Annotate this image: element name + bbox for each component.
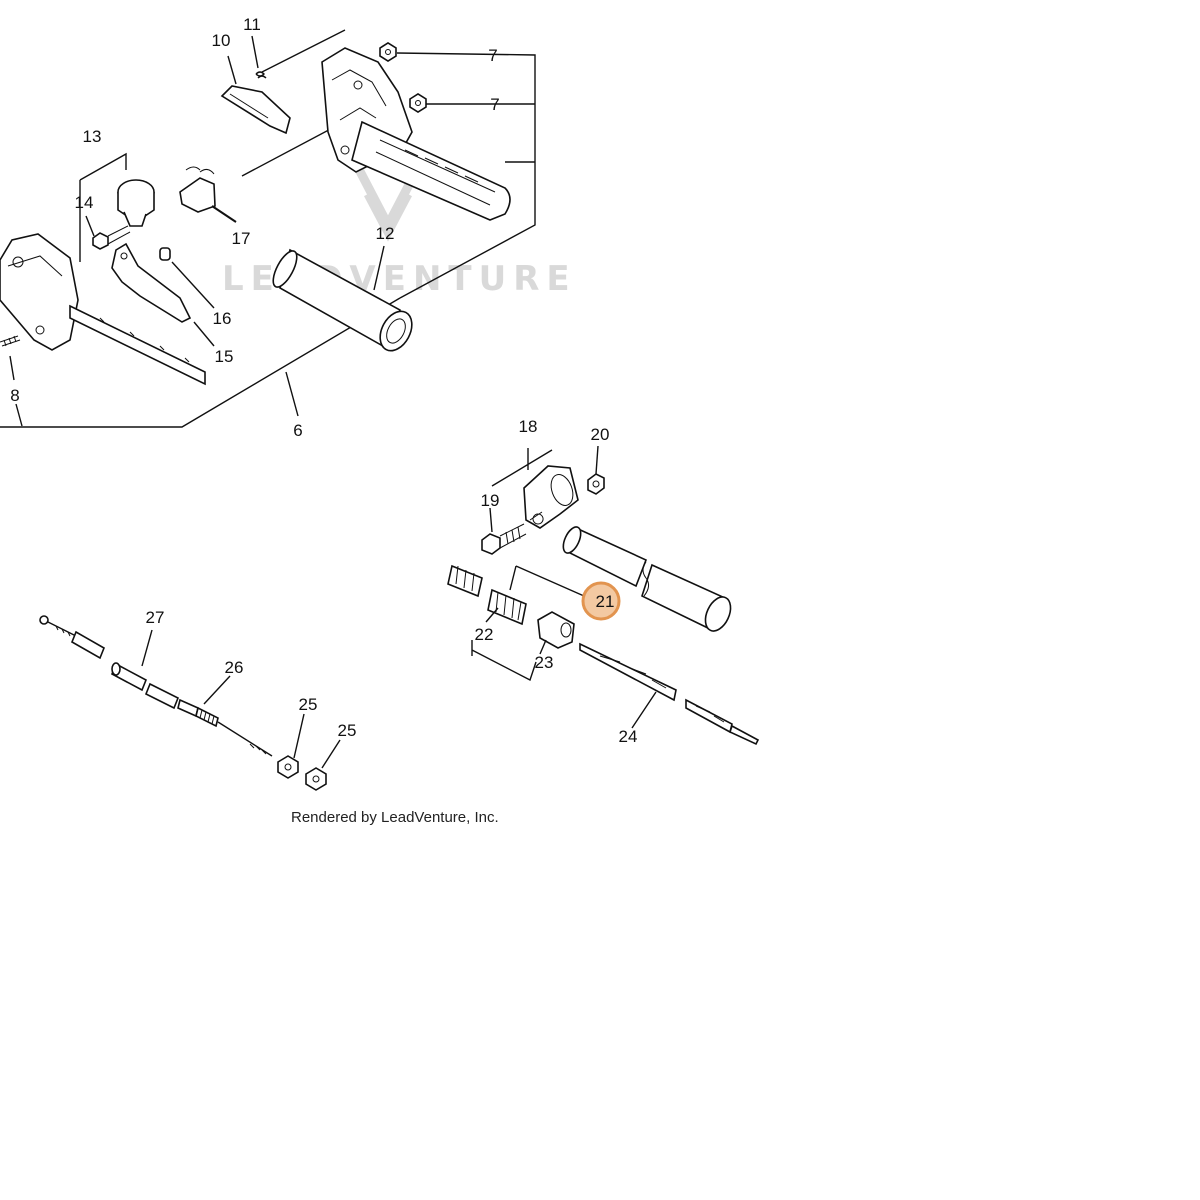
throttle-stop-17: [179, 166, 216, 213]
leader-20: [595, 445, 599, 475]
highlight-marker[interactable]: [581, 581, 621, 621]
spline-22b: [487, 588, 527, 626]
bracket-7-lines: [396, 52, 536, 299]
bracket-18: [491, 448, 553, 487]
spring-11: [255, 71, 267, 79]
label-part-10[interactable]: 10: [212, 31, 231, 50]
label-part-18[interactable]: 18: [519, 417, 538, 436]
label-part-26[interactable]: 26: [225, 658, 244, 677]
leader-10: [227, 55, 237, 85]
drive-shaft-24: [579, 642, 760, 746]
leader-8: [9, 355, 15, 381]
label-part-13[interactable]: 13: [83, 127, 102, 146]
label-part-25-lower[interactable]: 25: [338, 721, 357, 740]
clamp-18: [523, 465, 579, 529]
bolt-19: [481, 523, 527, 555]
label-part-27[interactable]: 27: [146, 608, 165, 627]
leader-19: [489, 507, 493, 533]
label-part-19[interactable]: 19: [481, 491, 500, 510]
label-part-14[interactable]: 14: [75, 193, 94, 212]
leader-14: [85, 215, 95, 237]
leader-24: [631, 691, 657, 729]
throttle-housing: [0, 233, 79, 351]
label-part-11[interactable]: 11: [243, 15, 261, 34]
leader-12: [373, 245, 385, 291]
leader-25a: [293, 713, 305, 759]
leader-6: [285, 371, 299, 417]
credit-text: Rendered by LeadVenture, Inc.: [291, 809, 499, 826]
bracket-22-23: [471, 639, 547, 681]
label-part-16[interactable]: 16: [213, 309, 232, 328]
nut-7a: [379, 42, 397, 62]
label-part-8[interactable]: 8: [10, 386, 19, 405]
pin-16: [159, 247, 171, 261]
cable-assembly: [39, 615, 341, 791]
label-part-15[interactable]: 15: [215, 347, 234, 366]
cable-26: [144, 682, 273, 757]
label-part-6[interactable]: 6: [293, 421, 302, 440]
leader-8b: [15, 403, 23, 427]
label-part-12[interactable]: 12: [376, 224, 395, 243]
part-labels: 6 7 7 8 10 11 12 13 14 15 16 17 18 19 20…: [10, 15, 637, 746]
nut-25a: [277, 755, 299, 779]
label-part-7-lower[interactable]: 7: [490, 95, 499, 114]
spline-22a: [447, 564, 483, 598]
label-part-24[interactable]: 24: [619, 727, 638, 746]
tube-21a: [562, 526, 648, 588]
label-part-20[interactable]: 20: [591, 425, 610, 444]
lever-15: [111, 242, 192, 323]
shift-rod: [69, 304, 206, 386]
cable-27: [39, 615, 148, 692]
label-part-21[interactable]: 21: [596, 592, 615, 611]
handle-body: [321, 47, 511, 221]
bracket-6-lines: [0, 297, 401, 428]
nut-20: [587, 473, 605, 495]
label-part-23[interactable]: 23: [535, 653, 554, 672]
leader-27: [141, 629, 153, 667]
clamp-13: [117, 179, 155, 227]
tube-12: [272, 248, 413, 352]
nut-23: [537, 611, 575, 649]
leader-22: [485, 607, 499, 623]
bolt-14: [92, 225, 131, 250]
label-part-7-upper[interactable]: 7: [488, 46, 497, 65]
label-part-17[interactable]: 17: [232, 229, 251, 248]
leader-16: [171, 261, 215, 309]
tube-21b: [641, 561, 732, 632]
leader-17: [211, 205, 237, 223]
handle-assembly-upper: [0, 29, 536, 428]
leader-11: [251, 35, 259, 69]
bracket-13: [79, 152, 127, 262]
leader-26: [203, 675, 231, 705]
screw-8: [0, 335, 21, 347]
trigger-lever: [220, 85, 291, 135]
nut-7b: [409, 93, 427, 113]
leader-handle-top: [241, 29, 346, 177]
leader-15: [193, 321, 215, 347]
nut-25b: [305, 767, 327, 791]
leader-25b: [321, 739, 341, 769]
label-part-22[interactable]: 22: [475, 625, 494, 644]
label-part-25-upper[interactable]: 25: [299, 695, 318, 714]
